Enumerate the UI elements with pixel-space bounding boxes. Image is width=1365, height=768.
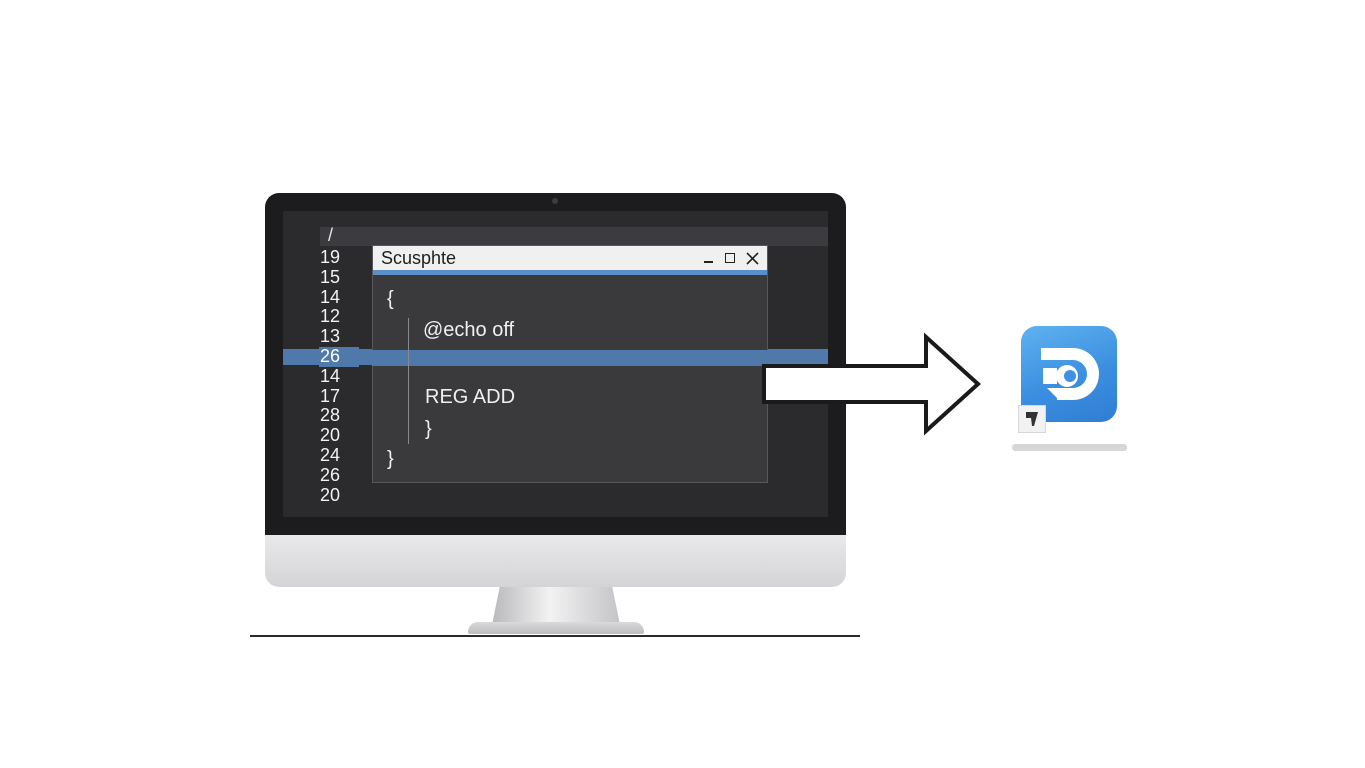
monitor-screen: / 19 15 14 12 13 26 14 17 28 20 24 26 20… [283, 211, 828, 517]
line-number: 20 [320, 484, 341, 505]
line-number: 28 [320, 405, 341, 426]
webcam [552, 198, 558, 204]
titlebar-accent [373, 270, 767, 275]
monitor-stand [492, 587, 620, 625]
window-titlebar[interactable]: Scusphte [373, 246, 767, 270]
shortcut-badge-icon [1018, 405, 1046, 433]
code-line-reg-add: REG ADD [425, 386, 516, 408]
line-number: 15 [320, 266, 341, 287]
line-number-active: 26 [319, 346, 359, 367]
line-number: 26 [320, 464, 341, 485]
line-number: 24 [320, 444, 341, 465]
line-number: 14 [320, 365, 341, 386]
window-title: Scusphte [381, 248, 457, 268]
minimize-icon [703, 261, 713, 263]
script-window: Scusphte { @echo off REG ADD } [372, 245, 768, 483]
code-inner-close-brace: } [425, 418, 432, 440]
editor-top-marker: / [328, 225, 334, 245]
code-open-brace: { [387, 288, 394, 310]
right-arrow-icon [762, 332, 981, 436]
line-number: 19 [320, 247, 341, 267]
shortcut-arrow-icon [1026, 412, 1038, 426]
line-number-gutter: 19 15 14 12 13 26 14 17 28 20 24 26 20 [319, 247, 359, 505]
minimize-button[interactable] [699, 249, 717, 267]
code-line-echo: @echo off [423, 319, 515, 341]
line-number: 17 [320, 385, 341, 406]
close-button[interactable] [743, 249, 761, 267]
highlighted-code-line [372, 350, 768, 366]
monitor-stand-base [468, 622, 644, 634]
line-number: 20 [320, 425, 341, 446]
editor-top-bar [320, 227, 828, 246]
code-outer-close-brace: } [387, 448, 394, 470]
desk-surface [250, 635, 860, 637]
icon-label-placeholder [1012, 444, 1127, 451]
line-number: 14 [320, 286, 341, 307]
indent-guide [408, 318, 409, 444]
monitor-chin [265, 535, 846, 587]
maximize-button[interactable] [721, 249, 739, 267]
line-number: 12 [320, 306, 341, 327]
line-number: 13 [320, 326, 341, 347]
maximize-icon [725, 253, 735, 263]
close-icon [745, 251, 759, 265]
app-logo-icon [1041, 348, 1099, 400]
